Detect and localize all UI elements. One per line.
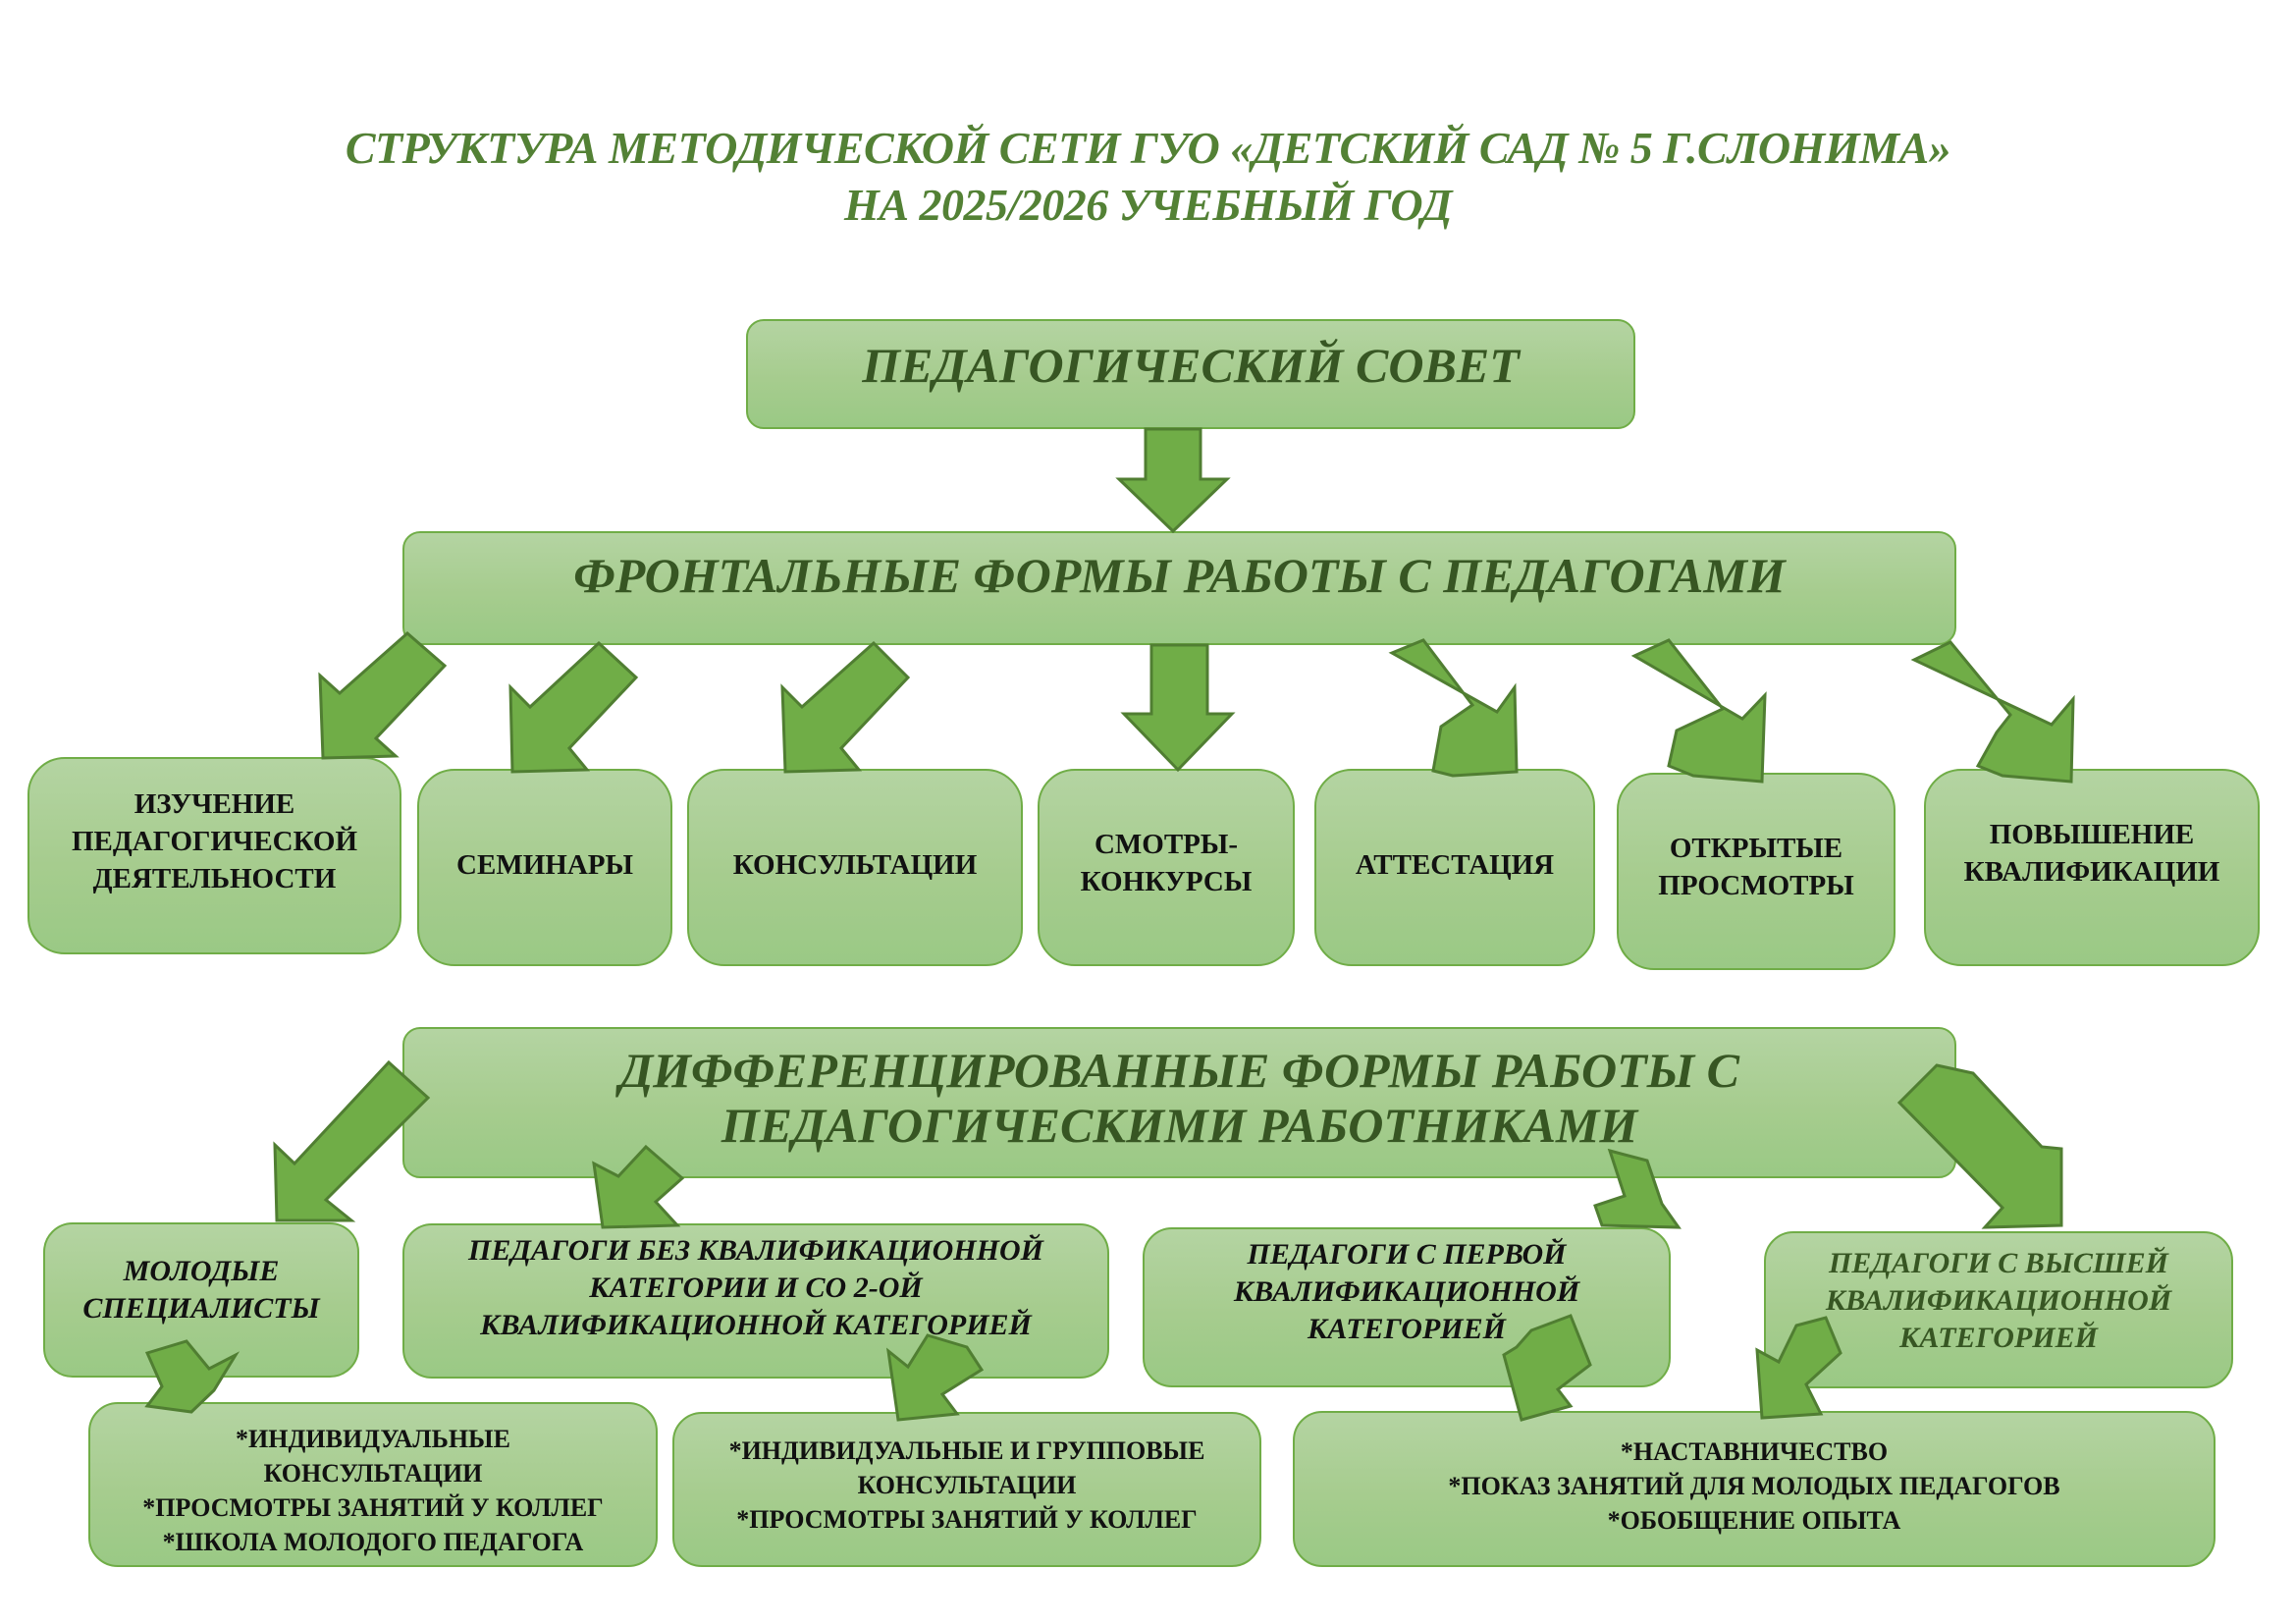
category-highest-category: ПЕДАГОГИ С ВЫСШЕЙ КВАЛИФИКАЦИОННОЙ КАТЕГ… — [1764, 1231, 2233, 1388]
frontal-item-label: СМОТРЫ- КОНКУРСЫ — [1080, 828, 1253, 897]
category-first-category: ПЕДАГОГИ С ПЕРВОЙ КВАЛИФИКАЦИОННОЙ КАТЕГ… — [1143, 1227, 1671, 1387]
frontal-item-label: ПОВЫШЕНИЕ КВАЛИФИКАЦИИ — [1963, 818, 2220, 888]
pedagogical-council-label: ПЕДАГОГИЧЕСКИЙ СОВЕТ — [862, 338, 1520, 393]
arrow-down-right-icon — [1388, 638, 1519, 778]
activities-text: *ИНДИВИДУАЛЬНЫЕ КОНСУЛЬТАЦИИ *ПРОСМОТРЫ … — [142, 1425, 604, 1556]
arrow-down-icon — [1120, 643, 1236, 773]
frontal-item-qualification: ПОВЫШЕНИЕ КВАЛИФИКАЦИИ — [1924, 769, 2260, 966]
frontal-item-attestation: АТТЕСТАЦИЯ — [1314, 769, 1595, 966]
frontal-item-consultations: КОНСУЛЬТАЦИИ — [687, 769, 1023, 966]
frontal-forms-label: ФРОНТАЛЬНЫЕ ФОРМЫ РАБОТЫ С ПЕДАГОГАМИ — [573, 548, 1786, 603]
frontal-item-label: АТТЕСТАЦИЯ — [1355, 849, 1555, 881]
category-no-or-second-category: ПЕДАГОГИ БЕЗ КВАЛИФИКАЦИОННОЙ КАТЕГОРИИ … — [402, 1223, 1109, 1379]
frontal-item-label: ОТКРЫТЫЕ ПРОСМОТРЫ — [1658, 832, 1854, 901]
category-label: ПЕДАГОГИ С ПЕРВОЙ КВАЛИФИКАЦИОННОЙ КАТЕГ… — [1233, 1237, 1580, 1345]
category-young-specialists: МОЛОДЫЕ СПЕЦИАЛИСТЫ — [43, 1222, 359, 1378]
arrow-down-right-icon — [1910, 640, 2075, 784]
diagram-title-line-2: НА 2025/2026 УЧЕБНЫЙ ГОД — [844, 180, 1452, 230]
frontal-item-study: ИЗУЧЕНИЕ ПЕДАГОГИЧЕСКОЙ ДЕЯТЕЛЬНОСТИ — [27, 757, 401, 954]
category-label: МОЛОДЫЕ СПЕЦИАЛИСТЫ — [82, 1255, 320, 1325]
activities-text: *НАСТАВНИЧЕСТВО *ПОКАЗ ЗАНЯТИЙ ДЛЯ МОЛОД… — [1448, 1437, 2060, 1535]
arrow-down-left-icon — [318, 631, 448, 760]
frontal-item-label: ИЗУЧЕНИЕ ПЕДАГОГИЧЕСКОЙ ДЕЯТЕЛЬНОСТИ — [71, 787, 358, 894]
pedagogical-council-box: ПЕДАГОГИЧЕСКИЙ СОВЕТ — [746, 319, 1635, 429]
frontal-item-seminars: СЕМИНАРЫ — [417, 769, 672, 966]
arrow-down-left-icon — [508, 640, 639, 774]
arrow-down-icon — [1115, 427, 1231, 534]
category-label: ПЕДАГОГИ БЕЗ КВАЛИФИКАЦИОННОЙ КАТЕГОРИИ … — [468, 1234, 1043, 1341]
differentiated-forms-box: ДИФФЕРЕНЦИРОВАННЫЕ ФОРМЫ РАБОТЫ С ПЕДАГО… — [402, 1027, 1956, 1178]
frontal-item-competitions: СМОТРЫ- КОНКУРСЫ — [1038, 769, 1295, 966]
activities-first-and-highest-category: *НАСТАВНИЧЕСТВО *ПОКАЗ ЗАНЯТИЙ ДЛЯ МОЛОД… — [1293, 1411, 2216, 1567]
activities-young-specialists: *ИНДИВИДУАЛЬНЫЕ КОНСУЛЬТАЦИИ *ПРОСМОТРЫ … — [88, 1402, 658, 1567]
frontal-item-label: КОНСУЛЬТАЦИИ — [732, 849, 978, 881]
differentiated-forms-label: ДИФФЕРЕНЦИРОВАННЫЕ ФОРМЫ РАБОТЫ С ПЕДАГО… — [618, 1043, 1739, 1153]
activities-text: *ИНДИВИДУАЛЬНЫЕ И ГРУППОВЫЕ КОНСУЛЬТАЦИИ… — [728, 1436, 1205, 1534]
category-label: ПЕДАГОГИ С ВЫСШЕЙ КВАЛИФИКАЦИОННОЙ КАТЕГ… — [1825, 1247, 2172, 1354]
frontal-item-open-views: ОТКРЫТЫЕ ПРОСМОТРЫ — [1617, 773, 1896, 970]
activities-no-or-second-category: *ИНДИВИДУАЛЬНЫЕ И ГРУППОВЫЕ КОНСУЛЬТАЦИИ… — [672, 1412, 1261, 1567]
arrow-down-left-icon — [780, 640, 911, 774]
frontal-item-label: СЕМИНАРЫ — [456, 849, 633, 881]
frontal-forms-box: ФРОНТАЛЬНЫЕ ФОРМЫ РАБОТЫ С ПЕДАГОГАМИ — [402, 531, 1956, 645]
diagram-title-line-1: СТРУКТУРА МЕТОДИЧЕСКОЙ СЕТИ ГУО «ДЕТСКИЙ… — [345, 123, 1951, 173]
arrow-down-right-icon — [1630, 638, 1767, 784]
